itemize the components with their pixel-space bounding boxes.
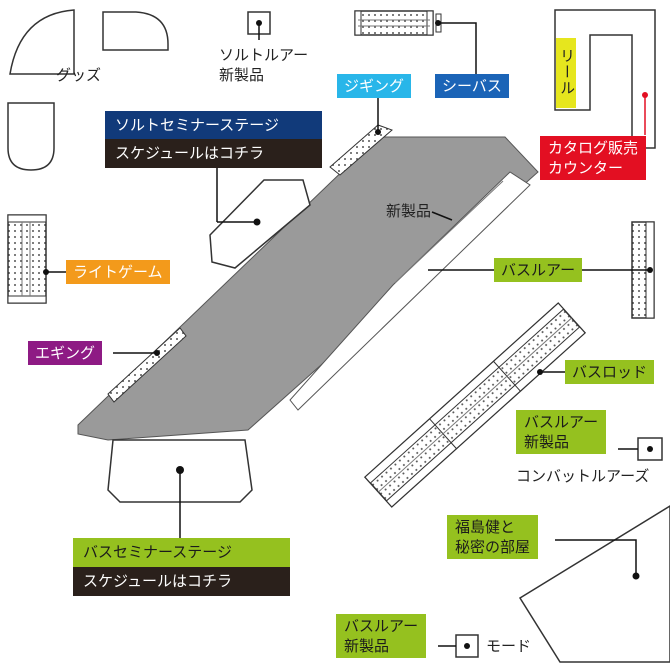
bass-stage-schedule-label: スケジュールはコチラ <box>73 567 290 596</box>
bass-rod-label: バスロッド <box>565 360 655 384</box>
goods-label: グッズ <box>56 66 102 84</box>
main-stage-area <box>77 136 539 441</box>
light-game-label: ライトゲーム <box>66 260 170 284</box>
convattle-label: コンバットルアーズ <box>516 467 650 485</box>
goods-booth-quarter <box>9 9 75 75</box>
goods-booth-u <box>7 102 55 171</box>
jigging-label: ジギング <box>337 74 412 98</box>
goods-booth-d <box>102 11 169 51</box>
bass-rod-racks <box>363 302 587 508</box>
secret-room-label: 福島健と 秘密の部屋 <box>447 515 539 559</box>
reel-counter <box>554 9 656 149</box>
mode-label: モード <box>486 637 532 655</box>
light-game-rack <box>7 214 47 304</box>
new-products-label: 新製品 <box>386 202 432 220</box>
bass-new-label-2: バスルアー 新製品 <box>336 614 427 658</box>
reel-label: リール <box>558 48 576 96</box>
salt-stage-schedule-label: スケジュールはコチラ <box>105 139 322 168</box>
salt-new-label: ソルトルアー 新製品 <box>219 46 309 84</box>
salt-seminar-stage <box>209 179 311 269</box>
bass-stage-label: バスセミナーステージ <box>73 538 290 567</box>
salt-stage-label: ソルトセミナーステージ <box>105 111 322 139</box>
seabass-label: シーバス <box>435 74 509 98</box>
bass-lure-label: バスルアー <box>494 258 583 282</box>
catalog-counter-label: カタログ販売 カウンター <box>540 136 647 180</box>
secret-room <box>518 505 670 663</box>
bass-new-label-1: バスルアー 新製品 <box>516 410 607 454</box>
egging-label: エギング <box>28 341 103 365</box>
seabass-rack <box>354 10 434 36</box>
new-products-shelf <box>289 171 531 411</box>
